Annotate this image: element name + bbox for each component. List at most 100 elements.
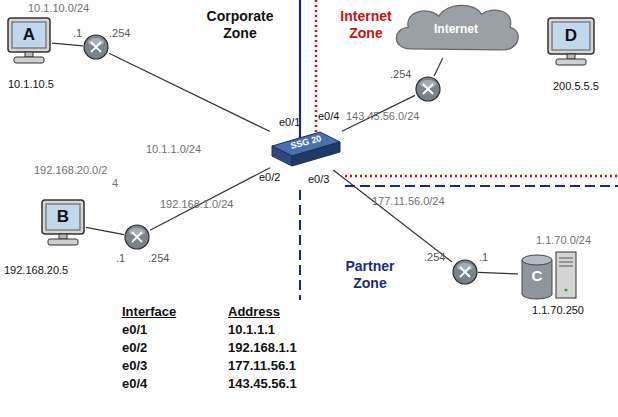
server-slots <box>559 258 573 266</box>
host-letter: B <box>46 207 80 227</box>
host-letter: D <box>552 26 590 46</box>
network-link <box>52 43 83 46</box>
server-icon <box>518 250 580 300</box>
monitor-neck <box>567 54 575 59</box>
subnet-label: 10.1.10.0/24 <box>28 2 89 15</box>
router-icon <box>124 224 150 250</box>
subnet-label: 192.168.1.0/24 <box>160 198 233 211</box>
router-arrows <box>91 42 101 52</box>
host-computer: D <box>546 16 596 68</box>
router-body <box>453 260 477 284</box>
router-address: .254 <box>109 27 130 40</box>
subnet-label: 192.168.20.0/2 <box>34 164 107 177</box>
table-cell: 143.45.56.1 <box>228 376 297 392</box>
host-letter: A <box>12 25 46 45</box>
router-arrows <box>132 232 142 242</box>
network-link <box>478 272 518 273</box>
firewall-device: SSG 20 <box>270 128 342 170</box>
host-address: 10.1.10.5 <box>8 78 54 91</box>
table-cell: 10.1.1.1 <box>228 322 275 338</box>
firewall-icon <box>270 128 342 170</box>
interface-name: e0/3 <box>308 173 329 186</box>
monitor-frame <box>42 200 84 234</box>
internet-cloud: Internet <box>390 2 522 58</box>
router-address: .1 <box>116 252 125 265</box>
router-body <box>416 77 440 101</box>
router-address: .1 <box>479 251 488 264</box>
network-link <box>434 58 443 76</box>
router-highlight <box>129 228 145 236</box>
router-icon <box>83 34 109 60</box>
host-letter: C <box>522 267 552 285</box>
router-body <box>125 225 149 249</box>
network-link <box>150 168 270 230</box>
monitor-neck <box>59 234 67 239</box>
server-tower <box>556 252 576 298</box>
subnet-label: 10.1.1.0/24 <box>146 143 201 156</box>
partner-boundary <box>345 185 618 187</box>
monitor-screen <box>12 22 46 48</box>
table-header: Address <box>228 304 280 320</box>
host-computer: B <box>40 198 86 248</box>
subnet-label: 177.11.56.0/24 <box>372 195 445 208</box>
table-cell: 192.168.1.1 <box>228 340 297 356</box>
table-cell: e0/1 <box>122 322 147 338</box>
router-highlight <box>88 38 104 46</box>
router-highlight <box>457 263 473 271</box>
router-symbol: .254.1 <box>452 259 478 285</box>
table-cell: e0/4 <box>122 376 147 392</box>
server-led <box>564 288 567 291</box>
interface-name: e0/2 <box>259 171 280 184</box>
zone-name: Internet Zone <box>332 8 400 42</box>
monitor-base <box>14 57 44 63</box>
server-system: C <box>518 250 580 300</box>
table-header: Interface <box>122 304 176 320</box>
router-icon <box>415 76 441 102</box>
subnet-label: 1.1.70.0/24 <box>536 234 591 247</box>
table-cell: e0/3 <box>122 358 147 374</box>
device-front <box>272 146 292 166</box>
host-address: 200.5.5.5 <box>553 80 599 93</box>
network-link <box>86 227 124 234</box>
monitor-base <box>48 239 78 245</box>
monitor-base <box>556 59 586 65</box>
monitor-screen <box>46 204 80 230</box>
router-icon <box>452 259 478 285</box>
router-symbol: .1.254 <box>83 34 109 60</box>
subnet-label: 143.45.56.0/24 <box>346 110 419 123</box>
table-cell: e0/2 <box>122 340 147 356</box>
router-body <box>84 35 108 59</box>
disk-side <box>552 260 553 294</box>
host-address: 1.1.70.250 <box>532 304 584 317</box>
interface-name: e0/4 <box>318 110 339 123</box>
router-address: .254 <box>424 251 445 264</box>
router-arrows <box>460 267 470 277</box>
router-address: .1 <box>73 27 82 40</box>
monitor-neck <box>25 52 33 57</box>
monitor-frame <box>8 18 50 52</box>
internet-boundary <box>345 175 618 178</box>
host-computer: A <box>6 16 52 66</box>
disk-top <box>522 255 552 265</box>
disk-side <box>522 260 523 294</box>
host-address: 192.168.20.5 <box>4 264 68 277</box>
router-highlight <box>420 80 436 88</box>
subnet-fragment: 4 <box>112 177 118 190</box>
network-link <box>109 53 270 131</box>
partner-boundary <box>299 190 301 300</box>
network-link <box>333 170 452 262</box>
table-cell: 177.11.56.1 <box>228 358 296 374</box>
router-address: .254 <box>390 68 411 81</box>
internet-boundary <box>315 0 318 150</box>
cloud-label: Internet <box>390 22 522 36</box>
monitor-frame <box>548 18 594 54</box>
monitor-screen <box>552 22 590 50</box>
zone-name: Partner Zone <box>336 258 404 292</box>
router-address: .254 <box>148 252 169 265</box>
router-symbol: .1.254 <box>124 224 150 250</box>
